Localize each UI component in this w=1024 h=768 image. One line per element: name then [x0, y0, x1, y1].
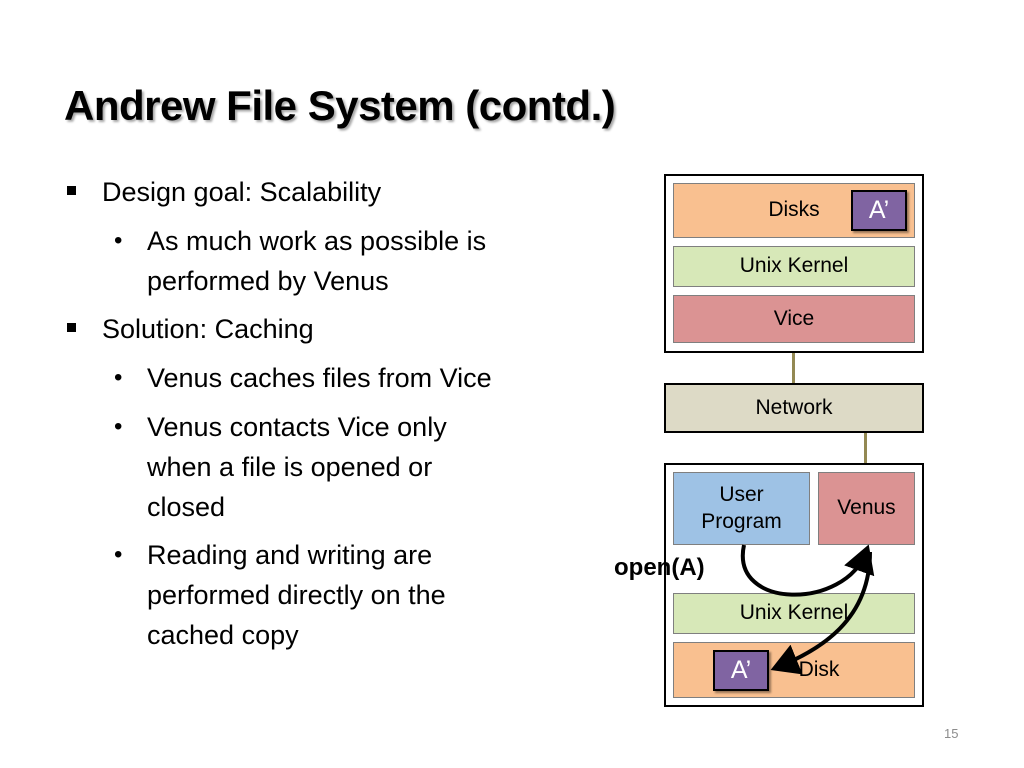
client-disk-label: Disk [798, 657, 840, 681]
bullet-list: Design goal: Scalability • As much work … [67, 177, 492, 650]
bullet-text: when a file is opened or [147, 452, 433, 482]
open-call-label: open(A) [614, 554, 705, 581]
dot-bullet-icon: • [114, 413, 123, 440]
bullet-text: cached copy [147, 620, 299, 650]
bullet-text: performed directly on the [147, 580, 446, 610]
square-bullet-icon [67, 186, 76, 195]
bullet-text: Design goal: Scalability [102, 177, 382, 207]
network-box: Network [664, 383, 924, 433]
bullet-text: As much work as possible is [147, 226, 487, 256]
bullet-text: Venus contacts Vice only [147, 412, 447, 442]
user-program-label-line2: Program [701, 509, 782, 533]
bullet-text: Solution: Caching [102, 314, 314, 344]
bullet-text: Reading and writing are [147, 540, 433, 570]
vice-box: Vice [673, 295, 915, 343]
vice-network-link [792, 351, 795, 384]
user-program-label-line1: User [719, 483, 764, 507]
server-disks-label: Disks [768, 198, 820, 222]
open-request-arrow [740, 544, 875, 597]
bullet-text: Venus caches files from Vice [147, 363, 492, 393]
square-bullet-icon [67, 323, 76, 332]
server-unix-kernel: Unix Kernel [673, 246, 915, 287]
page-number: 15 [944, 726, 959, 741]
venus-box: Venus [818, 472, 915, 545]
user-program-box: User Program [673, 472, 810, 545]
client-file-copy: A’ [713, 650, 769, 691]
dot-bullet-icon: • [114, 541, 123, 568]
bullet-text: closed [147, 492, 226, 522]
dot-bullet-icon: • [114, 364, 123, 391]
fetch-to-disk-arrow [770, 551, 872, 675]
network-venus-link [864, 431, 867, 465]
bullet-text: performed by Venus [147, 266, 389, 296]
client-unix-kernel: Unix Kernel [673, 593, 915, 634]
server-file-copy: A’ [851, 190, 907, 231]
slide-title: Andrew File System (contd.) [64, 82, 616, 129]
dot-bullet-icon: • [114, 227, 123, 254]
